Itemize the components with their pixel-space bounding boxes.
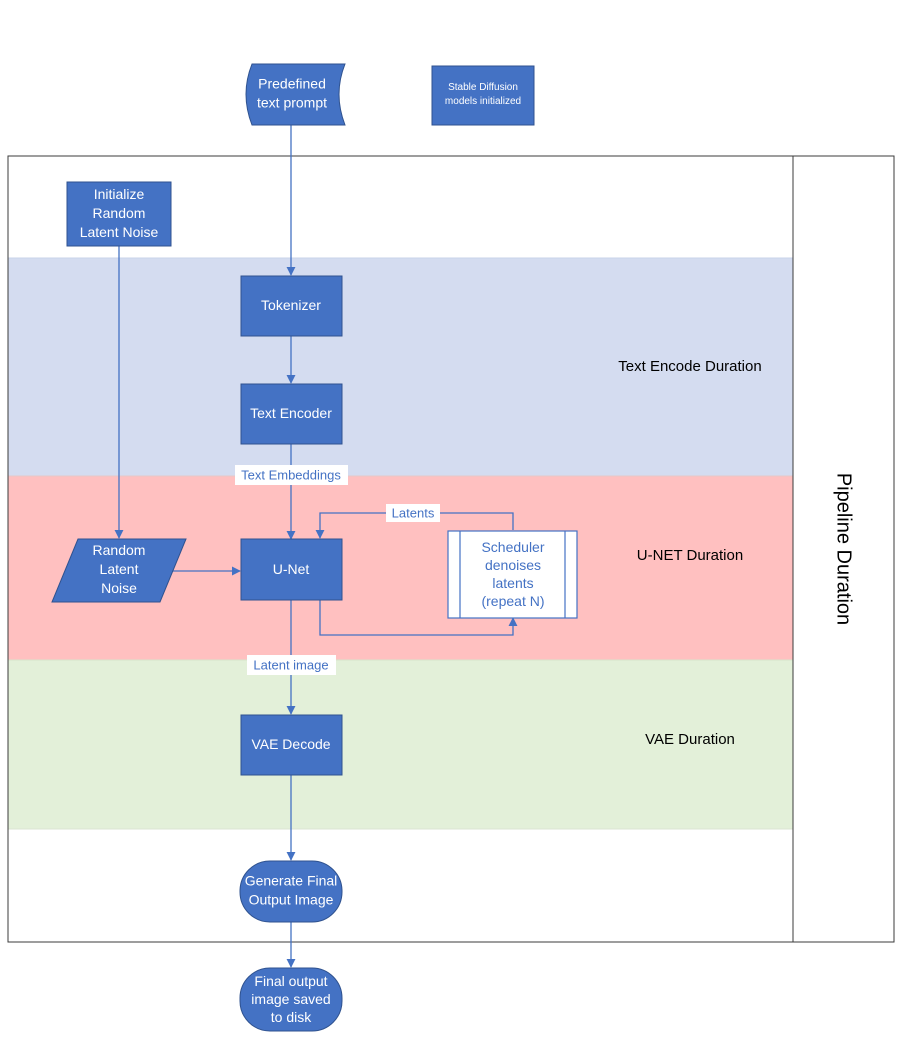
unet-node (240, 538, 343, 601)
edge-label-text-embeddings: Text Embeddings (241, 467, 341, 482)
node-label-line: Random (93, 205, 146, 221)
text-encode-band (8, 258, 793, 476)
tokenizer-node (240, 275, 343, 337)
node-label-line: Stable Diffusion (448, 82, 518, 93)
tokenizer-label: Tokenizer (261, 297, 321, 313)
node-label-line: Generate Final (245, 872, 338, 888)
vae-decode-label: VAE Decode (251, 736, 330, 752)
predefined-prompt-node (245, 63, 346, 126)
node-label-line: latents (492, 575, 533, 591)
vae-duration-label: VAE Duration (645, 731, 735, 748)
node-label-line: (repeat N) (481, 593, 544, 609)
node-label-line: Tokenizer (261, 297, 321, 313)
node-label-line: image saved (251, 991, 330, 1007)
node-label-line: Final output (254, 973, 327, 989)
node-label-line: Latent (100, 561, 139, 577)
node-label-line: text prompt (257, 94, 327, 110)
vae-decode-node (240, 714, 343, 776)
models-initialized-node (431, 65, 535, 126)
node-label-line: Latent Noise (80, 224, 159, 240)
text-encoder-node (240, 383, 343, 445)
predefined-prompt-label: Predefined text prompt (257, 75, 327, 110)
random-noise-node (51, 538, 187, 603)
node-label-line: Predefined (258, 75, 326, 91)
node-label-line: denoises (485, 557, 541, 573)
pipeline-duration-label: Pipeline Duration (833, 473, 855, 625)
edge-unet-to-scheduler (319, 600, 518, 636)
unet-duration-label: U-NET Duration (637, 547, 743, 564)
scheduler-node (447, 530, 578, 619)
unet-label: U-Net (273, 561, 310, 577)
edge-label-latent-image: Latent image (253, 657, 328, 672)
text-encode-duration-label: Text Encode Duration (618, 358, 761, 375)
node-label-line: Random (93, 542, 146, 558)
node-label-line: Initialize (94, 186, 145, 202)
node-label-line: models initialized (445, 96, 521, 107)
node-label-line: U-Net (273, 561, 310, 577)
generate-final-node (239, 860, 343, 923)
edge-label-latents: Latents (392, 505, 435, 520)
final-saved-label: Final output image saved to disk (251, 973, 330, 1025)
node-label-line: Noise (101, 580, 137, 596)
node-label-line: Text Encoder (250, 405, 332, 421)
vae-band (8, 660, 793, 829)
final-saved-node (239, 967, 343, 1032)
node-label-line: to disk (271, 1009, 312, 1025)
node-label-line: Output Image (249, 891, 334, 907)
node-label-line: VAE Decode (251, 736, 330, 752)
init-noise-node (66, 181, 172, 247)
pipeline-frame (7, 155, 895, 943)
node-label-line: Scheduler (481, 539, 544, 555)
models-initialized-label: Stable Diffusion models initialized (445, 82, 521, 107)
scheduler-label: Scheduler denoises latents (repeat N) (481, 539, 544, 609)
text-encoder-label: Text Encoder (250, 405, 332, 421)
